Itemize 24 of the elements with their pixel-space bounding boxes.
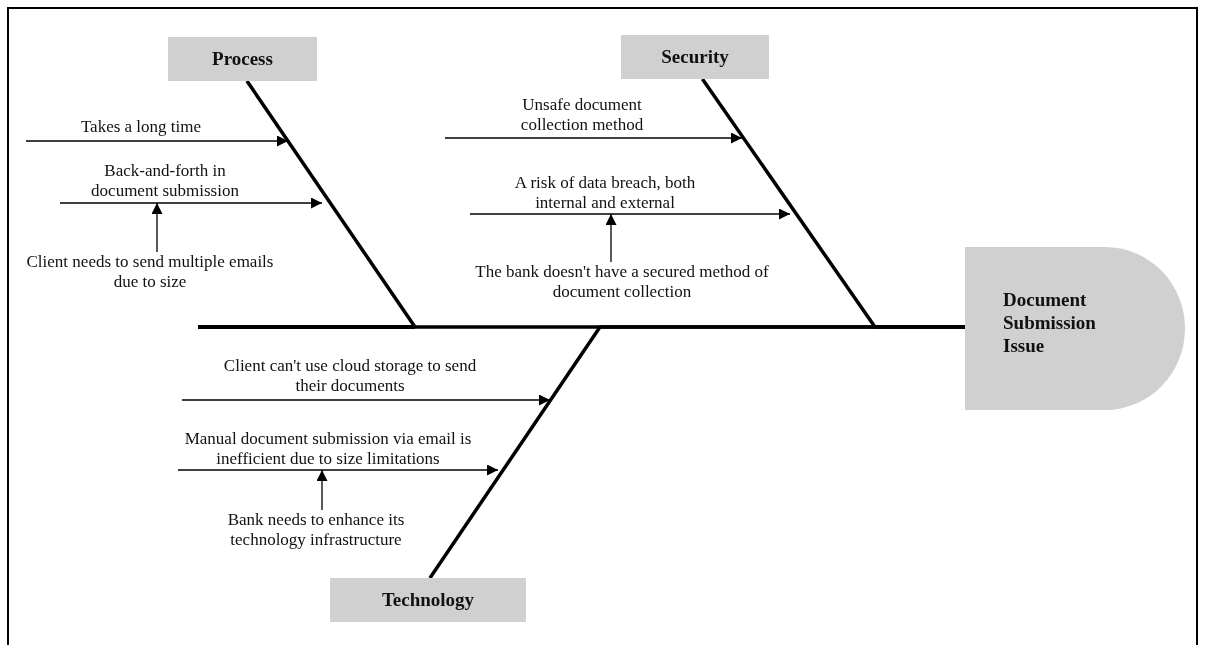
sub-cause-text: Bank needs to enhance its technology infrastructure	[196, 510, 436, 550]
cause-text: A risk of data breach, both internal and external	[470, 173, 715, 214]
arrow	[151, 202, 163, 253]
arrow	[181, 394, 551, 406]
arrow	[444, 132, 743, 144]
arrow	[316, 469, 328, 511]
cause-text: Back-and-forth in document submission	[60, 161, 245, 203]
arrow	[469, 208, 791, 220]
fishbone-bone	[428, 325, 965, 579]
problem-text: Document Submission Issue	[1003, 289, 1097, 358]
sub-cause-text: Client needs to send multiple emails due to size	[25, 252, 275, 292]
arrow	[605, 213, 617, 263]
arrow	[25, 135, 289, 147]
problem-head-shape	[965, 247, 1185, 410]
category-box: Technology	[330, 578, 526, 622]
cause-text: Manual document submission via email is inefficient due to size limitations	[178, 429, 473, 470]
cause-text: Takes a long time	[26, 117, 241, 141]
category-box: Security	[621, 35, 769, 79]
category-box: Process	[168, 37, 317, 81]
cause-text: Client can't use cloud storage to send their documents	[182, 356, 485, 400]
cause-text: Unsafe document collection method	[445, 95, 667, 138]
arrow	[59, 197, 323, 209]
arrow	[177, 464, 499, 476]
sub-cause-text: The bank doesn't have a secured method of document collection	[472, 262, 772, 302]
